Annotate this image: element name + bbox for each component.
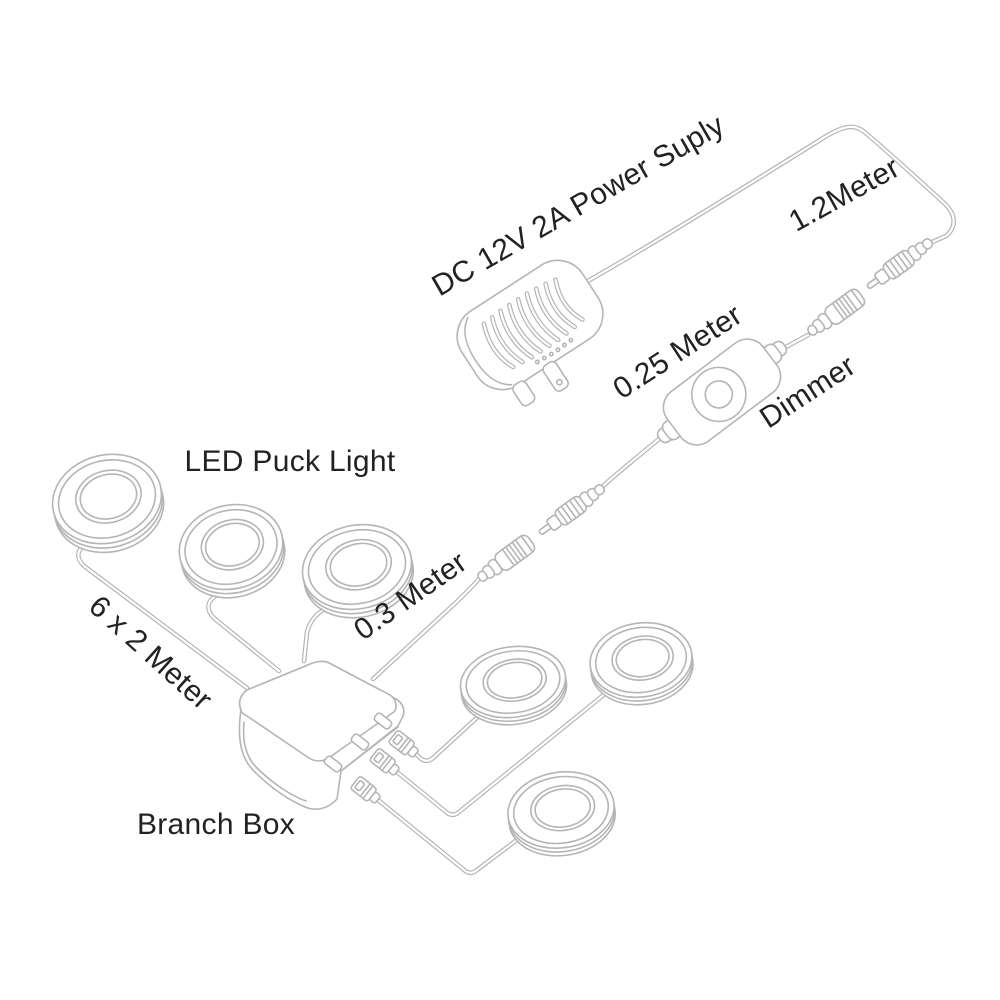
dc-male-plug-2 <box>533 479 610 542</box>
label-1-2meter: 1.2Meter <box>784 151 906 238</box>
label-led-puck-light: LED Puck Light <box>185 445 396 478</box>
dimmer-switch <box>656 338 788 446</box>
dimmer-knob <box>691 366 747 423</box>
puck-light-6 <box>502 764 621 864</box>
puck-light-4 <box>455 639 572 733</box>
puck-light-2 <box>169 493 295 610</box>
dc-female-jack-1 <box>802 286 868 342</box>
cable-puck2-to-box <box>206 589 282 674</box>
branch-box <box>238 660 405 810</box>
branch-box-port <box>323 755 343 773</box>
adapter-prongs <box>512 360 569 407</box>
cable-plug3-to-puck6 <box>375 797 529 876</box>
puck-light-1 <box>42 442 174 565</box>
power-adapter <box>456 259 604 407</box>
dc-male-plug-1 <box>861 233 938 296</box>
label-branch-box: Branch Box <box>137 808 295 841</box>
cable-plug1-to-puck4 <box>413 710 485 764</box>
branch-box-port <box>350 733 370 751</box>
branch-box-port <box>373 712 393 730</box>
dc-female-jack-2 <box>472 532 538 588</box>
